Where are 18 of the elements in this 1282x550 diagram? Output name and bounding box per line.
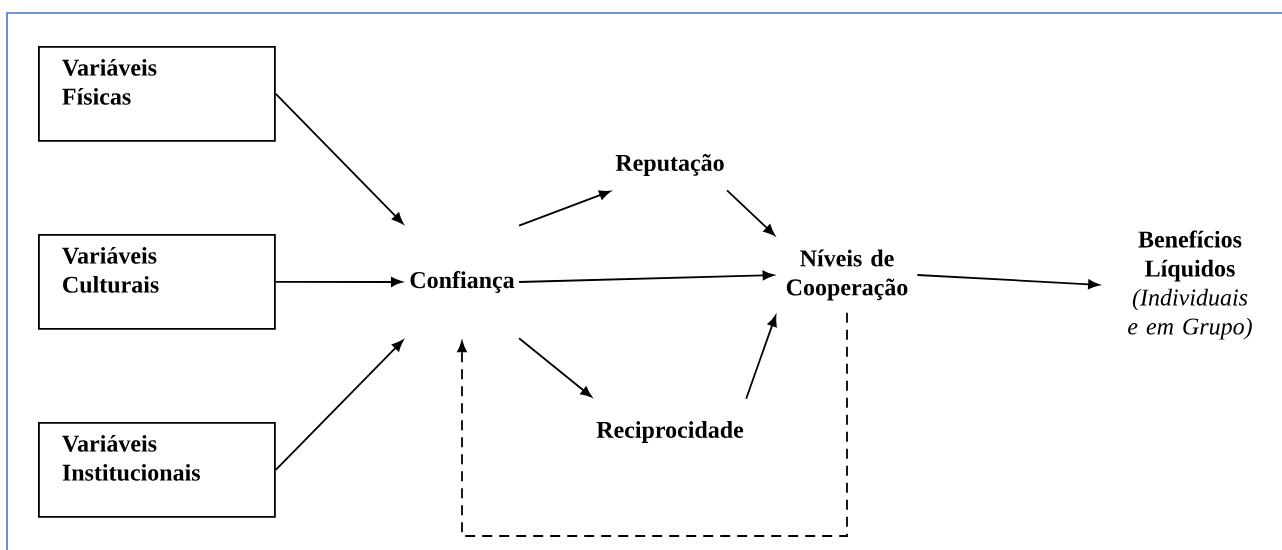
concept-label: Reputação bbox=[615, 154, 724, 176]
arrow bbox=[274, 339, 404, 471]
arrow bbox=[274, 93, 404, 225]
variable-box: Variáveis Culturais bbox=[38, 234, 276, 330]
arrow bbox=[745, 315, 777, 400]
arrow bbox=[518, 270, 774, 283]
arrow bbox=[726, 189, 775, 236]
concept-label: Níveis de Cooperação bbox=[786, 249, 908, 301]
variable-box: Variáveis Físicas bbox=[38, 46, 276, 142]
variable-box: Variáveis Institucionais bbox=[38, 422, 276, 518]
arrow bbox=[518, 337, 592, 398]
arrow bbox=[457, 311, 848, 537]
arrow bbox=[274, 277, 403, 287]
arrow bbox=[518, 190, 611, 227]
concept-label: Benefícios Líquidos (Individuais e em Grupo) bbox=[1128, 230, 1252, 340]
arrow bbox=[916, 274, 1100, 290]
concept-label: Confiança bbox=[410, 271, 515, 293]
concept-label: Reciprocidade bbox=[596, 421, 744, 443]
